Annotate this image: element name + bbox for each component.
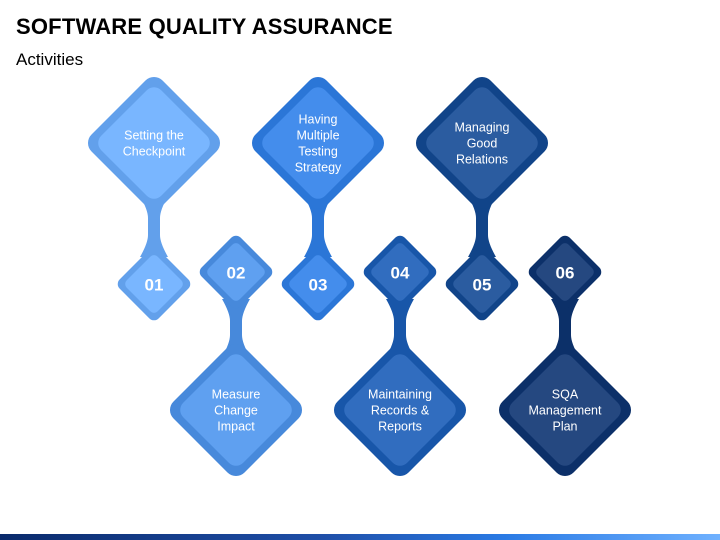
activity-label-line: Multiple (296, 129, 339, 143)
activity-label-line: Managing (455, 121, 510, 135)
activity-label-line: Testing (298, 145, 338, 159)
activity-label-line: Plan (552, 420, 577, 434)
activity-label-line: Having (299, 113, 338, 127)
connector-flare (386, 299, 414, 321)
connector-flare (304, 235, 332, 257)
activity-label-line: Impact (217, 420, 255, 434)
activity-label-line: SQA (552, 388, 579, 402)
activity-label-line: Records & (371, 404, 430, 418)
activity-label-line: Management (529, 404, 602, 418)
activity-diamond-inner (180, 354, 292, 466)
activity-number: 04 (391, 264, 410, 283)
activity-label-line: Change (214, 404, 258, 418)
activity-label-line: Setting the (124, 129, 184, 143)
number-diamond-inner (371, 243, 429, 301)
activity-number: 03 (309, 276, 328, 295)
activity-diamond-inner (426, 87, 538, 199)
number-diamond-inner (207, 243, 265, 301)
page-subtitle: Activities (16, 50, 84, 69)
activity-number: 05 (473, 276, 492, 295)
activity-label-line: Measure (212, 388, 261, 402)
number-diamond-inner (289, 255, 347, 313)
activity-label-line: Maintaining (368, 388, 432, 402)
connector-flare (140, 235, 168, 257)
connector-flare (468, 235, 496, 257)
activity-diamond-inner (98, 87, 210, 199)
connector-flare (222, 299, 250, 321)
activity-label-line: Strategy (295, 161, 342, 175)
activity-number: 02 (227, 264, 246, 283)
activity-label-line: Checkpoint (123, 145, 186, 159)
activity-diamond-inner (509, 354, 621, 466)
number-diamond-inner (536, 243, 594, 301)
number-diamond-inner (125, 255, 183, 313)
bottom-accent-bar (0, 534, 720, 540)
activity-label-line: Good (467, 137, 498, 151)
activity-diamond-inner (344, 354, 456, 466)
connector-flare (551, 299, 579, 321)
activity-label-line: Relations (456, 153, 508, 167)
activity-number: 06 (556, 264, 575, 283)
activity-diamond-inner (262, 87, 374, 199)
number-diamond-inner (453, 255, 511, 313)
page-title: SOFTWARE QUALITY ASSURANCE (16, 14, 393, 39)
activity-number: 01 (145, 276, 164, 295)
activity-label-line: Reports (378, 420, 422, 434)
